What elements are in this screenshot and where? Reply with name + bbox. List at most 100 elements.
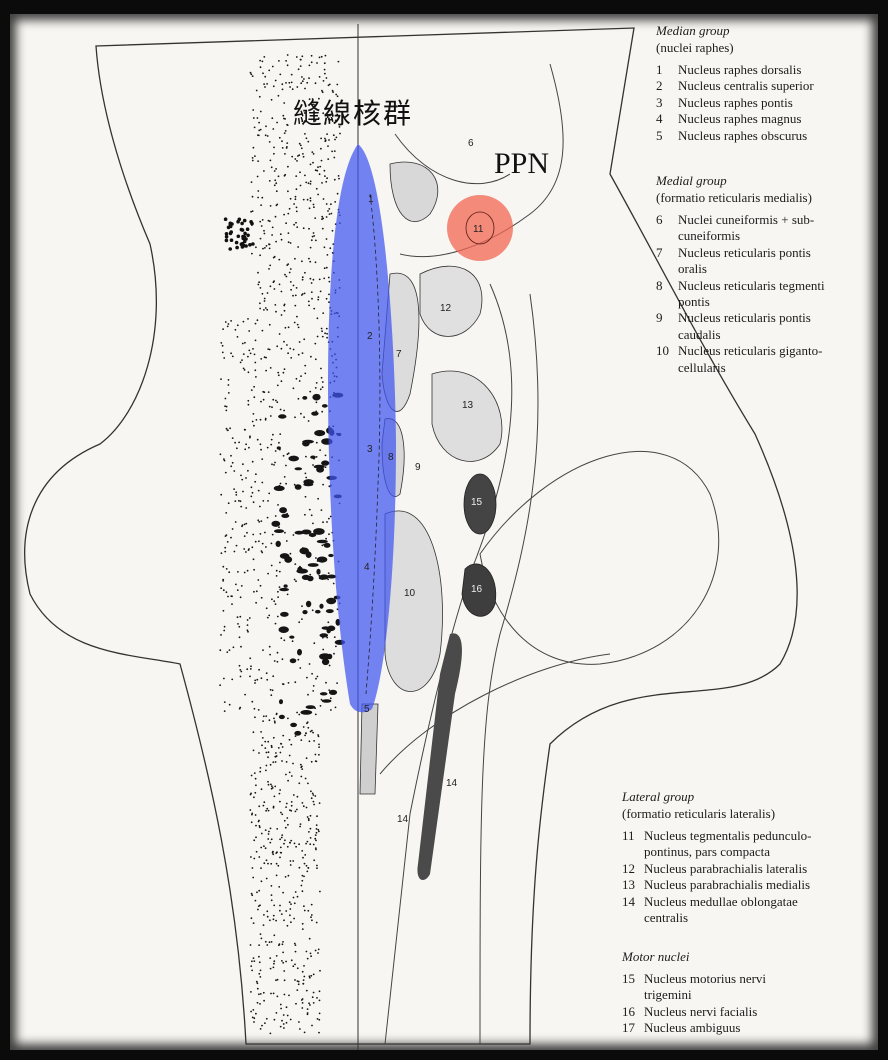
stipple-dot xyxy=(281,746,284,748)
legend-label: Nucleus raphes obscurus xyxy=(678,127,808,143)
stipple-dot xyxy=(276,978,279,981)
stipple-dot xyxy=(220,587,223,590)
stipple-dot xyxy=(248,617,251,619)
stipple-dot xyxy=(337,60,340,63)
nucleus-16-shape xyxy=(461,563,497,617)
stipple-dot xyxy=(255,246,257,249)
stipple-dot xyxy=(314,795,317,797)
stipple-dot xyxy=(257,820,260,823)
stipple-dot xyxy=(303,909,306,912)
stipple-dot xyxy=(280,913,283,915)
stipple-dot xyxy=(220,552,223,555)
stipple-dot xyxy=(254,361,257,364)
stipple-dot xyxy=(277,747,280,749)
stipple-dot xyxy=(292,762,294,765)
stipple-dot xyxy=(261,1024,263,1027)
stipple-dot xyxy=(233,550,236,553)
stipple-dot xyxy=(253,424,255,427)
lateral-group-legend: Lateral group (formatio reticularis late… xyxy=(622,788,872,926)
stipple-dot xyxy=(263,862,266,865)
stipple-dot xyxy=(322,483,324,486)
stipple-dot xyxy=(259,904,261,907)
stipple-dot xyxy=(259,307,261,310)
stipple-dot xyxy=(249,657,252,660)
stipple-dot xyxy=(241,359,243,361)
stipple-dot xyxy=(255,601,257,604)
stipple-dot xyxy=(297,532,300,535)
stipple-dot xyxy=(253,839,256,842)
stipple-dot xyxy=(314,342,317,345)
stipple-dot xyxy=(287,352,289,355)
stipple-dot xyxy=(309,573,312,576)
stipple-dot xyxy=(275,852,278,854)
diagram-label-2: 2 xyxy=(367,331,373,342)
stipple-dot xyxy=(279,433,282,435)
stipple-dot xyxy=(255,376,257,378)
stipple-dot xyxy=(272,992,275,995)
stipple-dot xyxy=(260,358,263,360)
stipple-dot xyxy=(271,226,274,229)
stipple-dot xyxy=(305,137,308,140)
stipple-dot xyxy=(264,75,267,78)
stipple-dot xyxy=(332,91,334,93)
stipple-dot xyxy=(273,962,275,965)
stipple-dot xyxy=(253,796,255,799)
stipple-dot xyxy=(280,811,282,814)
stipple-dot xyxy=(311,672,313,675)
stipple-dot xyxy=(329,515,332,518)
stipple-dot xyxy=(283,970,286,972)
stipple-dot xyxy=(320,327,323,330)
stipple-dot xyxy=(312,685,315,687)
stipple-dot xyxy=(276,121,278,124)
stipple-dot xyxy=(241,342,244,345)
stipple-dot xyxy=(231,461,234,464)
stipple-dot xyxy=(277,94,280,97)
stipple-dot xyxy=(239,500,242,503)
legend-number: 1 xyxy=(656,62,663,77)
stipple-dot xyxy=(259,418,262,421)
stipple-dot xyxy=(272,128,275,130)
stipple-dot xyxy=(289,1018,292,1021)
stipple-dot xyxy=(298,154,301,157)
stipple-dot xyxy=(277,175,280,178)
stipple-dot xyxy=(260,225,263,227)
stipple-dot xyxy=(223,629,226,632)
stipple-dot xyxy=(312,161,314,164)
stipple-dot xyxy=(223,710,226,712)
stipple-dot xyxy=(271,787,274,789)
stipple-dot xyxy=(288,738,291,741)
stipple-dot xyxy=(314,834,317,836)
stipple-dot xyxy=(245,551,247,553)
stipple-dot xyxy=(231,678,234,681)
stipple-dot xyxy=(270,899,273,902)
stipple-dot xyxy=(302,982,305,985)
stipple-dot xyxy=(253,1017,256,1020)
stipple-dot xyxy=(301,850,304,852)
stipple-dot xyxy=(274,215,277,218)
stipple-cluster-dot xyxy=(229,238,234,242)
stipple-dot xyxy=(262,804,265,807)
diagram-label-10: 10 xyxy=(404,588,416,599)
stipple-dot xyxy=(297,648,302,656)
stipple-dot xyxy=(283,819,286,822)
stipple-dot xyxy=(269,919,271,922)
stipple-dot xyxy=(285,147,288,149)
stipple-dot xyxy=(253,857,256,860)
stipple-dot xyxy=(309,1004,311,1006)
stipple-dot xyxy=(295,206,298,209)
stipple-dot xyxy=(315,557,317,559)
stipple-dot xyxy=(242,463,244,466)
stipple-dot xyxy=(290,959,293,962)
stipple-dot xyxy=(274,761,277,763)
stipple-dot xyxy=(293,483,296,486)
stipple-dot xyxy=(310,455,316,459)
stipple-dot xyxy=(270,443,273,446)
stipple-dot xyxy=(266,292,269,294)
stipple-dot xyxy=(322,80,325,82)
stipple-dot xyxy=(285,222,287,225)
stipple-dot xyxy=(294,963,296,966)
stipple-dot xyxy=(273,960,276,963)
stipple-dot xyxy=(321,182,323,184)
